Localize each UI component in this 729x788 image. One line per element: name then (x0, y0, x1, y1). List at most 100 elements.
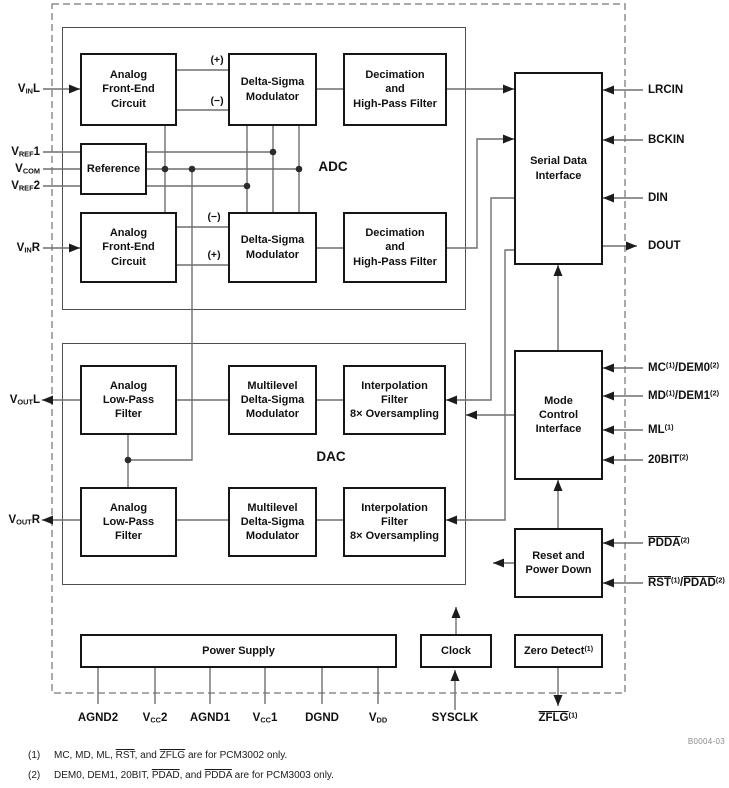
pin-ml: ML(1) (648, 422, 674, 436)
block-analog-low-pass-left: Analog Low-Pass Filter (80, 365, 177, 435)
block-label: Delta-Sigma Modulator (240, 234, 305, 261)
arrow-right-icon (503, 134, 514, 144)
block-label: Clock (441, 644, 471, 657)
arrow-down-icon (553, 695, 563, 706)
pin-pdda: PDDA(2) (648, 535, 690, 549)
figure-id: B0004-03 (687, 737, 725, 746)
arrow-left-icon (603, 391, 614, 401)
arrow-left-icon (603, 455, 614, 465)
arrow-left-icon (42, 395, 53, 405)
pin-vcc1: VCC1 (252, 712, 278, 725)
wire-dec-r-sdi (447, 138, 514, 249)
pin-vinr: VINR (16, 242, 40, 255)
arrow-up-icon (450, 670, 460, 681)
block-zero-detect: Zero Detect(1) (514, 634, 603, 668)
arrow-up-icon (451, 607, 461, 618)
block-interpolation-filter-right: Interpolation Filter 8× Oversampling (343, 487, 446, 557)
adc-section-label: ADC (318, 159, 348, 174)
block-interpolation-filter-left: Interpolation Filter 8× Oversampling (343, 365, 446, 435)
block-label: Reference (86, 162, 141, 175)
arrow-left-icon (493, 558, 504, 568)
block-label: Interpolation Filter 8× Oversampling (350, 379, 439, 421)
block-serial-data-interface: Serial Data Interface (514, 72, 603, 265)
arrow-left-icon (603, 193, 614, 203)
pin-vcc2: VCC2 (142, 712, 168, 725)
block-delta-sigma-modulator-left: Delta-Sigma Modulator (228, 53, 317, 126)
pin-agnd1: AGND1 (189, 712, 231, 724)
block-label: Zero Detect(1) (523, 644, 594, 657)
footnote-marker: (1) (28, 750, 41, 761)
wires-power-pins (97, 668, 379, 704)
pin-rst-pdad: RST(1)/PDAD(2) (648, 575, 725, 589)
footnote-text: MC, MD, ML, RST, and ZFLG are for PCM300… (54, 750, 288, 761)
pin-zflg: ZFLG(1) (538, 710, 578, 724)
block-label: Reset and Power Down (525, 549, 592, 576)
pin-agnd2: AGND2 (77, 712, 119, 724)
pin-voutl: VOUTL (9, 394, 40, 407)
arrow-up-icon (553, 265, 563, 276)
arrow-left-icon (446, 515, 457, 525)
footnote-2: (2) DEM0, DEM1, 20BIT, PDAD, and PDDA are… (28, 770, 334, 781)
arrow-right-icon (626, 241, 637, 251)
footnote-1: (1) MC, MD, ML, RST, and ZFLG are for PCM… (28, 750, 287, 761)
footnote-marker: (2) (28, 770, 41, 781)
block-label: Delta-Sigma Modulator (240, 76, 305, 103)
block-label: Power Supply (202, 644, 275, 657)
signal-wires (42, 69, 643, 710)
block-analog-front-end-right: Analog Front-End Circuit (80, 212, 177, 283)
arrowheads (42, 84, 637, 706)
block-label: Interpolation Filter 8× Oversampling (350, 501, 439, 543)
block-label: Analog Low-Pass Filter (102, 501, 155, 543)
block-power-supply: Power Supply (80, 634, 397, 668)
wire-sdi-int-r (446, 249, 514, 521)
pin-vinl: VINL (17, 83, 40, 96)
block-label: Analog Front-End Circuit (102, 69, 155, 110)
pin-dout: DOUT (648, 240, 681, 252)
footnote-text: DEM0, DEM1, 20BIT, PDAD, and PDDA are fo… (54, 770, 334, 781)
pin-vref2: VREF2 (11, 180, 40, 193)
block-label: Multilevel Delta-Sigma Modulator (240, 379, 305, 421)
junction-dots (124, 148, 303, 464)
block-reference: Reference (80, 143, 147, 195)
arrow-right-icon (503, 84, 514, 94)
arrow-left-icon (446, 395, 457, 405)
block-label: Multilevel Delta-Sigma Modulator (240, 501, 305, 543)
polarity-plus-label: (+) (207, 249, 221, 261)
chip-dashed-border (51, 3, 626, 694)
arrow-up-icon (553, 480, 563, 491)
dac-group-box (62, 343, 466, 585)
pin-lrcin: LRCIN (648, 84, 684, 96)
block-label: Decimation and High-Pass Filter (353, 227, 437, 268)
polarity-minus-label: (−) (210, 95, 224, 107)
pin-sysclk: SYSCLK (431, 712, 479, 724)
block-multilevel-dsm-right: Multilevel Delta-Sigma Modulator (228, 487, 317, 557)
block-multilevel-dsm-left: Multilevel Delta-Sigma Modulator (228, 365, 317, 435)
arrow-left-icon (603, 363, 614, 373)
arrow-right-icon (69, 84, 80, 94)
pin-dgnd: DGND (305, 712, 339, 724)
arrow-left-icon (603, 425, 614, 435)
block-label: Mode Control Interface (535, 394, 582, 436)
arrow-left-icon (603, 85, 614, 95)
dac-section-label: DAC (316, 449, 346, 464)
arrow-left-icon (42, 515, 53, 525)
polarity-plus-label: (+) (210, 54, 224, 66)
block-analog-low-pass-right: Analog Low-Pass Filter (80, 487, 177, 557)
arrow-left-icon (603, 538, 614, 548)
block-clock: Clock (420, 634, 492, 668)
arrow-left-icon (603, 578, 614, 588)
pin-md-dem1: MD(1)/DEM1(2) (648, 388, 720, 402)
wire-vcom-to-dac (128, 169, 193, 461)
pin-vref1: VREF1 (11, 146, 40, 159)
block-mode-control-interface: Mode Control Interface (514, 350, 603, 480)
arrow-left-icon (466, 410, 477, 420)
block-label: Analog Front-End Circuit (102, 227, 155, 268)
pin-voutr: VOUTR (8, 514, 40, 527)
arrow-left-icon (603, 135, 614, 145)
block-decimation-filter-left: Decimation and High-Pass Filter (343, 53, 447, 126)
wire-sdi-int-l (446, 197, 514, 401)
block-label: Analog Low-Pass Filter (102, 379, 155, 421)
pin-din: DIN (648, 192, 668, 204)
